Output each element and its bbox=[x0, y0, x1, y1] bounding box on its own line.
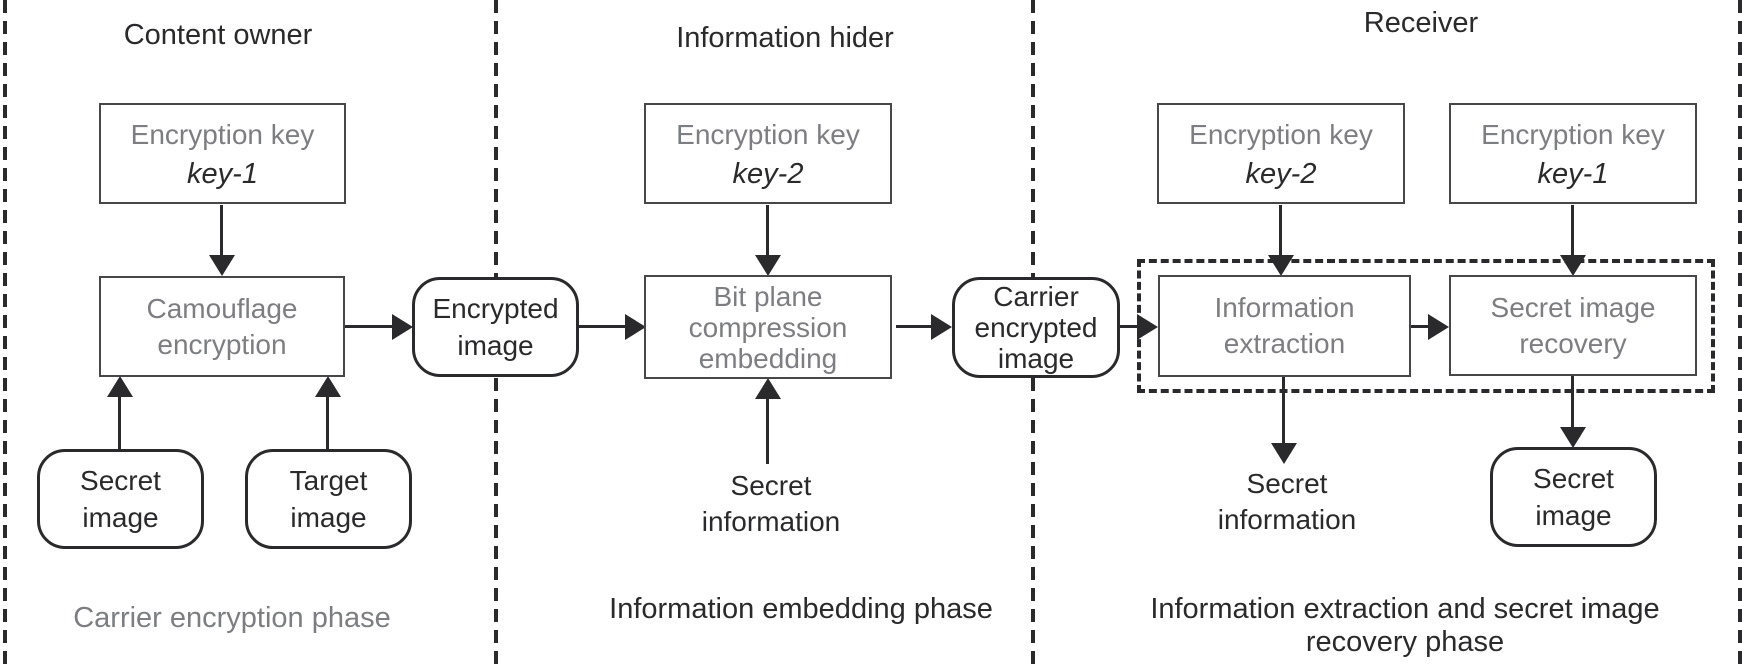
section-title-content-owner: Content owner bbox=[123, 19, 313, 51]
box-encryption-key-2-hider: Encryption key key-2 bbox=[644, 103, 892, 204]
encrypted-image-label: Encrypted image bbox=[432, 293, 559, 361]
information-extraction-label: Information extraction bbox=[1214, 292, 1355, 359]
phase-label-carrier-encryption: Carrier encryption phase bbox=[73, 602, 391, 634]
encryption-key-label: Encryption key bbox=[676, 118, 860, 150]
secret-image-output-label: Secret image bbox=[1533, 463, 1614, 531]
text-secret-information-input: Secret information bbox=[701, 470, 841, 537]
key-name: key-2 bbox=[732, 157, 804, 190]
dashed-divider-left bbox=[3, 0, 7, 668]
section-title-receiver: Receiver bbox=[1363, 7, 1479, 39]
arrow-key1-to-recovery bbox=[1559, 205, 1586, 276]
box-secret-image-input: Secret image bbox=[37, 449, 204, 549]
box-camouflage-encryption: Camouflage encryption bbox=[99, 276, 345, 377]
arrow-key2-to-bitplane bbox=[754, 205, 781, 276]
key-name: key-2 bbox=[1245, 157, 1317, 190]
secret-image-recovery-label: Secret image recovery bbox=[1490, 291, 1656, 359]
arrow-encrypted-to-bitplane bbox=[579, 313, 646, 340]
key-name: key-1 bbox=[187, 157, 258, 190]
dashed-divider-right bbox=[1738, 0, 1742, 668]
key-name: key-1 bbox=[1537, 157, 1609, 190]
box-encryption-key-1-receiver: Encryption key key-1 bbox=[1449, 103, 1697, 204]
arrow-extraction-to-secret-info bbox=[1270, 377, 1297, 464]
arrow-secret-info-to-bitplane bbox=[754, 378, 781, 464]
box-target-image-input: Target image bbox=[245, 449, 412, 549]
box-secret-image-output: Secret image bbox=[1490, 447, 1657, 547]
arrow-key1-to-camouflage bbox=[208, 205, 235, 276]
carrier-encrypted-image-label: Carrier encrypted image bbox=[974, 281, 1098, 374]
box-carrier-encrypted-image: Carrier encrypted image bbox=[952, 277, 1120, 378]
arrow-key2-to-extraction bbox=[1267, 205, 1294, 276]
box-encrypted-image: Encrypted image bbox=[412, 277, 579, 377]
phase-label-information-embedding: Information embedding phase bbox=[609, 593, 993, 625]
text-secret-information-output: Secret information bbox=[1217, 468, 1357, 535]
box-bit-plane-compression-embedding: Bit plane compression embedding bbox=[644, 275, 892, 379]
arrow-target-image-to-camouflage bbox=[314, 376, 341, 449]
arrow-recovery-to-secret-image bbox=[1559, 376, 1586, 448]
target-image-input-label: Target image bbox=[289, 465, 368, 533]
arrow-secret-image-to-camouflage bbox=[106, 376, 133, 449]
arrow-camouflage-to-encrypted bbox=[345, 313, 413, 340]
encryption-key-label: Encryption key bbox=[130, 118, 315, 150]
secret-image-input-label: Secret image bbox=[80, 465, 161, 533]
box-encryption-key-1-owner: Encryption key key-1 bbox=[99, 103, 346, 204]
arrow-extraction-to-recovery bbox=[1411, 313, 1449, 340]
arrow-carrier-to-extraction bbox=[1120, 313, 1158, 340]
arrow-bitplane-to-carrier bbox=[896, 313, 952, 340]
encryption-key-label: Encryption key bbox=[1189, 118, 1373, 150]
box-secret-image-recovery: Secret image recovery bbox=[1449, 275, 1697, 376]
bit-plane-label: Bit plane compression embedding bbox=[688, 280, 848, 374]
phase-label-extraction-recovery: Information extraction and secret image … bbox=[1150, 593, 1660, 658]
section-title-information-hider: Information hider bbox=[676, 22, 894, 54]
box-encryption-key-2-receiver: Encryption key key-2 bbox=[1157, 103, 1405, 204]
encryption-key-label: Encryption key bbox=[1481, 118, 1665, 150]
camouflage-encryption-label: Camouflage encryption bbox=[146, 292, 298, 360]
box-information-extraction: Information extraction bbox=[1158, 275, 1411, 377]
